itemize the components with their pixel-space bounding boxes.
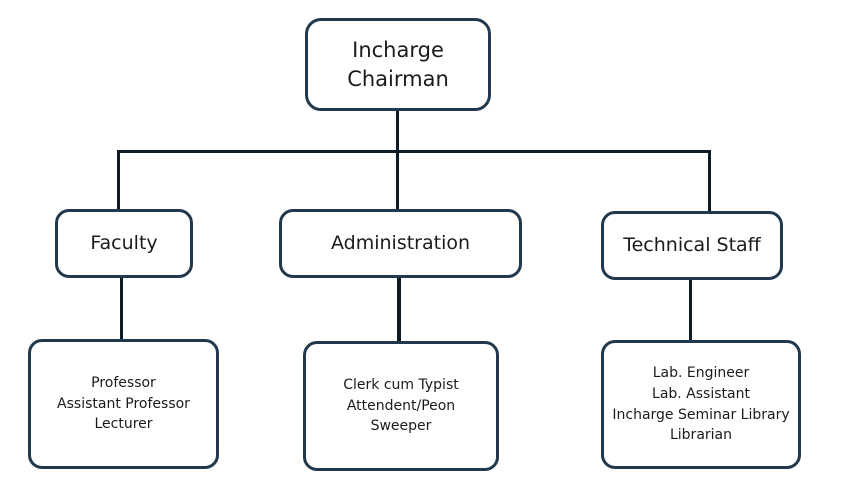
node-faculty-roles-label: Professor Assistant Professor Lecturer: [57, 375, 190, 433]
connector-drop-administration: [396, 150, 399, 211]
connector-drop-technical-staff: [708, 150, 711, 212]
node-technical-staff-roles-label: Lab. Engineer Lab. Assistant Incharge Se…: [612, 365, 790, 444]
connector-root-stem: [396, 108, 399, 153]
node-faculty[interactable]: Faculty: [55, 209, 193, 278]
connector-drop-faculty: [117, 150, 120, 211]
node-technical-staff-label: Technical Staff: [623, 234, 761, 257]
node-technical-staff[interactable]: Technical Staff: [601, 211, 783, 280]
node-incharge-chairman-label: Incharge Chairman: [347, 37, 449, 91]
node-administration-label: Administration: [330, 232, 471, 255]
node-faculty-roles[interactable]: Professor Assistant Professor Lecturer: [28, 339, 219, 469]
node-technical-staff-roles[interactable]: Lab. Engineer Lab. Assistant Incharge Se…: [601, 340, 801, 469]
node-administration-roles-label: Clerk cum Typist Attendent/Peon Sweeper: [343, 377, 459, 435]
node-administration-roles[interactable]: Clerk cum Typist Attendent/Peon Sweeper: [303, 341, 499, 471]
node-administration[interactable]: Administration: [279, 209, 522, 278]
node-faculty-label: Faculty: [90, 232, 158, 255]
node-incharge-chairman[interactable]: Incharge Chairman: [305, 18, 491, 111]
connector-technical-staff-to-roles: [689, 278, 692, 342]
connector-faculty-to-roles: [120, 276, 123, 341]
connector-horizontal-bus: [117, 150, 711, 153]
connector-administration-to-roles: [397, 276, 401, 343]
